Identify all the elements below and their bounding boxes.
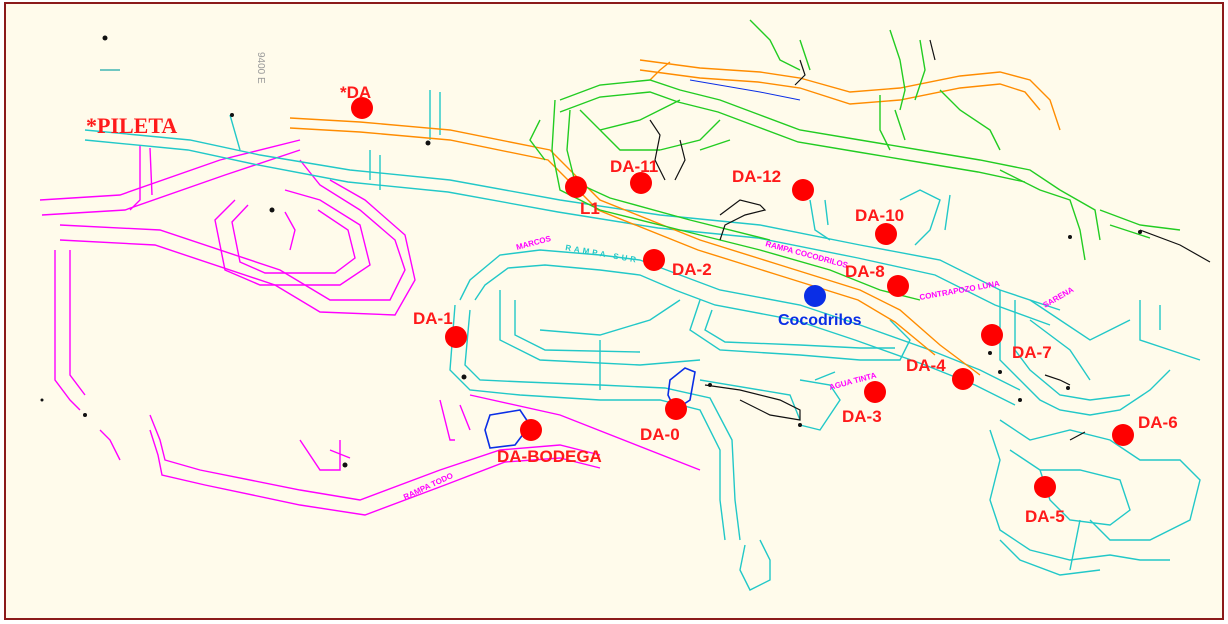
marker-label-da-6: DA-6 [1138,413,1178,432]
marker-l1[interactable] [565,176,587,198]
tunnel-label-marcos: MARCOS [515,234,552,252]
marker-label-da-11: DA-11 [610,157,658,176]
marker-label-da: *DA [340,83,371,102]
orange-tunnels [289,59,1061,376]
marker-da-8[interactable] [887,275,909,297]
map-frame [4,2,1224,620]
marker-da-4[interactable] [952,368,974,390]
cocodrilos-label: Cocodrilos [778,312,862,329]
marker-da-3[interactable] [864,381,886,403]
tunnel-label-rampa-todo: RAMPA TODO [402,471,454,502]
marker-label-l1: L1 [580,199,600,218]
marker-da-bodega[interactable] [520,419,542,441]
blue-outlines [484,79,801,449]
marker-label-da-4: DA-4 [906,356,946,375]
marker-label-da-0: DA-0 [640,425,680,444]
marker-label-da-12: DA-12 [732,167,781,186]
marker-label-da-3: DA-3 [842,407,882,426]
marker-da-6[interactable] [1112,424,1134,446]
marker-label-da-bodega: DA-BODEGA [497,447,602,466]
marker-label-da-8: DA-8 [845,262,885,281]
marker-da-1[interactable] [445,326,467,348]
marker-label-da-10: DA-10 [855,206,904,225]
marker-da-0[interactable] [665,398,687,420]
marker-da-7[interactable] [981,324,1003,346]
grid-coordinate-label: 9400 E [255,52,266,84]
green-tunnels [529,19,1181,301]
marker-da-5[interactable] [1034,476,1056,498]
cocodrilos-marker[interactable] [804,285,826,307]
marker-da-2[interactable] [643,249,665,271]
marker-da-10[interactable] [875,223,897,245]
tunnel-label-sarena: SARENA [1042,285,1076,310]
survey-points [40,35,1142,468]
marker-label-da-5: DA-5 [1025,507,1065,526]
marker-da-11[interactable] [630,172,652,194]
marker-label-da-2: DA-2 [672,260,712,279]
marker-label-da-7: DA-7 [1012,343,1052,362]
marker-label-da-1: DA-1 [413,309,453,328]
tunnel-label-rampa-sur: RAMPA SUR [565,243,640,265]
magenta-tunnels [39,139,701,516]
marker-da[interactable] [351,97,373,119]
marker-da-12[interactable] [792,179,814,201]
pileta-label: *PILETA [86,113,177,138]
tunnel-label-contrapozo: CONTRAPOZO LUNA [919,279,1001,302]
dark-details [649,39,1211,441]
